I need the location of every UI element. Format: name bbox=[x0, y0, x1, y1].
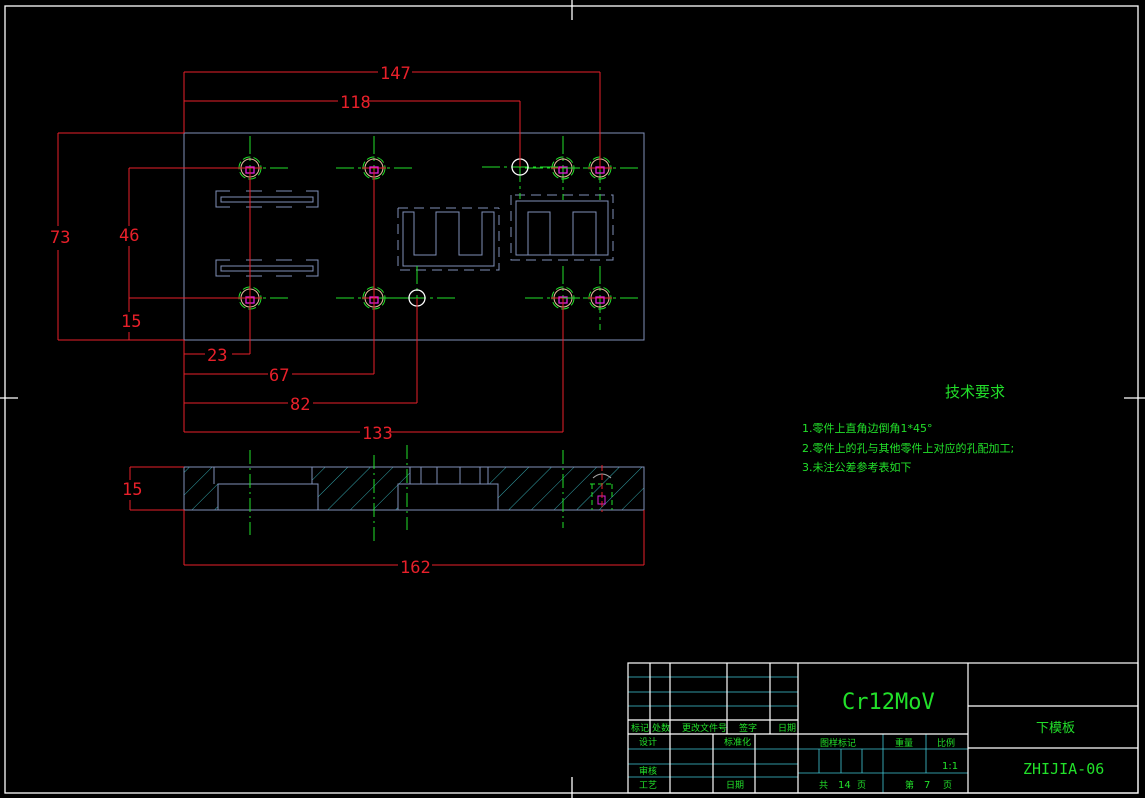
section-screw-hole bbox=[590, 465, 614, 512]
section-view: 15 162 bbox=[122, 445, 645, 578]
tech-req-item-2: 2.零件上的孔与其他零件上对应的孔配加工; bbox=[802, 441, 1014, 455]
scale-value: 1:1 bbox=[942, 761, 958, 772]
dim-67: 67 bbox=[269, 366, 289, 386]
sheet-number: 7 bbox=[924, 780, 930, 791]
comb-cutout-right bbox=[510, 194, 614, 261]
dim-133: 133 bbox=[362, 424, 393, 444]
rev-header-date: 日期 bbox=[778, 723, 796, 734]
sheet-prefix: 第 bbox=[905, 779, 914, 791]
screw-marker bbox=[595, 296, 605, 304]
rev-header-mark: 标记 bbox=[631, 722, 649, 734]
material: Cr12MoV bbox=[842, 690, 935, 715]
dim-82: 82 bbox=[290, 395, 310, 415]
comb-cutout-left bbox=[397, 207, 500, 271]
tech-req-item-1: 1.零件上直角边倒角1*45° bbox=[802, 421, 933, 435]
scale-label: 比例 bbox=[937, 737, 955, 749]
weight-label: 重量 bbox=[895, 737, 913, 749]
tech-req-title: 技术要求 bbox=[945, 383, 1005, 401]
total-sheets-prefix: 共 bbox=[819, 780, 828, 791]
rev-header-sign: 签字 bbox=[739, 722, 757, 734]
dim-73: 73 bbox=[50, 228, 70, 248]
plate-outline bbox=[183, 132, 645, 341]
sign-date: 日期 bbox=[726, 780, 744, 791]
slot-upper bbox=[215, 190, 319, 208]
sign-design: 设计 bbox=[639, 736, 657, 748]
dimension-lines bbox=[57, 71, 601, 433]
technical-requirements: 技术要求 1.零件上直角边倒角1*45° 2.零件上的孔与其他零件上对应的孔配加… bbox=[802, 383, 1014, 474]
dim-118: 118 bbox=[340, 93, 371, 113]
top-view: 147 118 23 67 82 133 73 46 15 bbox=[50, 64, 645, 444]
title-block: 标记 处数 更改文件号 签字 日期 设计 标准化 审核 工艺 日期 Cr12Mo… bbox=[627, 662, 1139, 794]
drawing-number: ZHIJIA-06 bbox=[1023, 760, 1104, 778]
part-name: 下模板 bbox=[1036, 721, 1075, 736]
dim-15-section: 15 bbox=[122, 480, 142, 500]
dim-46: 46 bbox=[119, 226, 139, 246]
screw-marker bbox=[558, 166, 568, 174]
total-sheets-suffix: 页 bbox=[857, 780, 866, 791]
stage-mark-label: 图样标记 bbox=[820, 737, 856, 749]
dim-147: 147 bbox=[380, 64, 411, 84]
sheet-suffix: 页 bbox=[943, 780, 952, 791]
rev-header-docno: 更改文件号 bbox=[682, 722, 727, 734]
sign-standardization: 标准化 bbox=[724, 736, 751, 748]
tech-req-item-3: 3.未注公差参考表如下 bbox=[802, 460, 912, 474]
slot-lower bbox=[215, 259, 319, 277]
hole-group bbox=[212, 135, 638, 330]
rev-header-count: 处数 bbox=[652, 722, 670, 734]
dim-23: 23 bbox=[207, 346, 227, 366]
dim-15-top: 15 bbox=[121, 312, 141, 332]
sign-review: 审核 bbox=[639, 765, 657, 777]
sign-process: 工艺 bbox=[639, 780, 657, 791]
dim-162: 162 bbox=[400, 558, 431, 578]
total-sheets: 14 bbox=[838, 780, 851, 791]
